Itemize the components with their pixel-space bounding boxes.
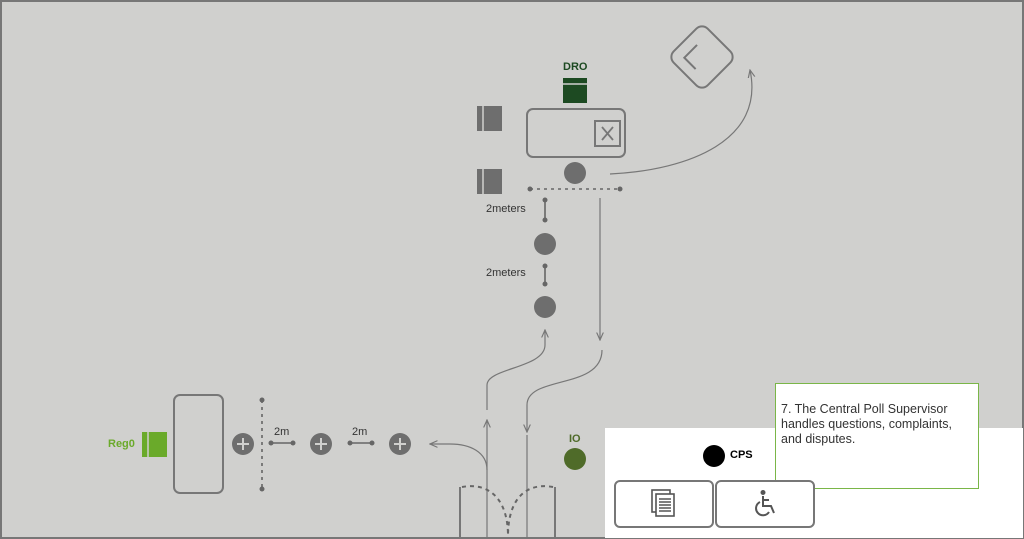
dro-label: DRO [563, 61, 588, 73]
io-label: IO [569, 433, 581, 445]
distance-label: 2m [274, 426, 290, 438]
person-marker [564, 162, 586, 184]
distance-bar [542, 263, 548, 287]
registration-table [173, 394, 224, 494]
flow-arrow [527, 349, 603, 432]
plus-icon [232, 433, 254, 455]
close-icon [594, 120, 621, 147]
io-marker [564, 448, 586, 470]
entrance-doors [459, 485, 556, 538]
flow-arrow [486, 330, 545, 410]
distance-bar [347, 440, 375, 446]
chair-marker-upper [477, 106, 502, 131]
wheelchair-icon [755, 490, 775, 517]
chair-marker-lower [477, 169, 502, 194]
cps-marker [703, 445, 725, 467]
person-marker [534, 296, 556, 318]
reg-label: Reg0 [108, 438, 135, 450]
reg-marker [142, 432, 167, 457]
distance-bar [268, 440, 296, 446]
flow-arrow [430, 444, 488, 471]
distance-label: 2m [352, 426, 368, 438]
flow-arrow [609, 70, 752, 175]
documents-icon [651, 489, 675, 517]
plus-icon [310, 433, 332, 455]
dro-marker [563, 78, 587, 103]
accessible-booth-button[interactable] [715, 480, 815, 528]
dro-table [526, 108, 626, 158]
ballot-box-icon [670, 25, 734, 89]
distance-label: 2meters [486, 267, 526, 279]
person-marker [534, 233, 556, 255]
plus-icon [389, 433, 411, 455]
cps-label: CPS [730, 449, 753, 461]
distance-label: 2meters [486, 203, 526, 215]
documents-button[interactable] [614, 480, 714, 528]
info-callout: 7. The Central Poll Supervisor handles q… [775, 383, 979, 489]
distance-bar [542, 197, 548, 223]
